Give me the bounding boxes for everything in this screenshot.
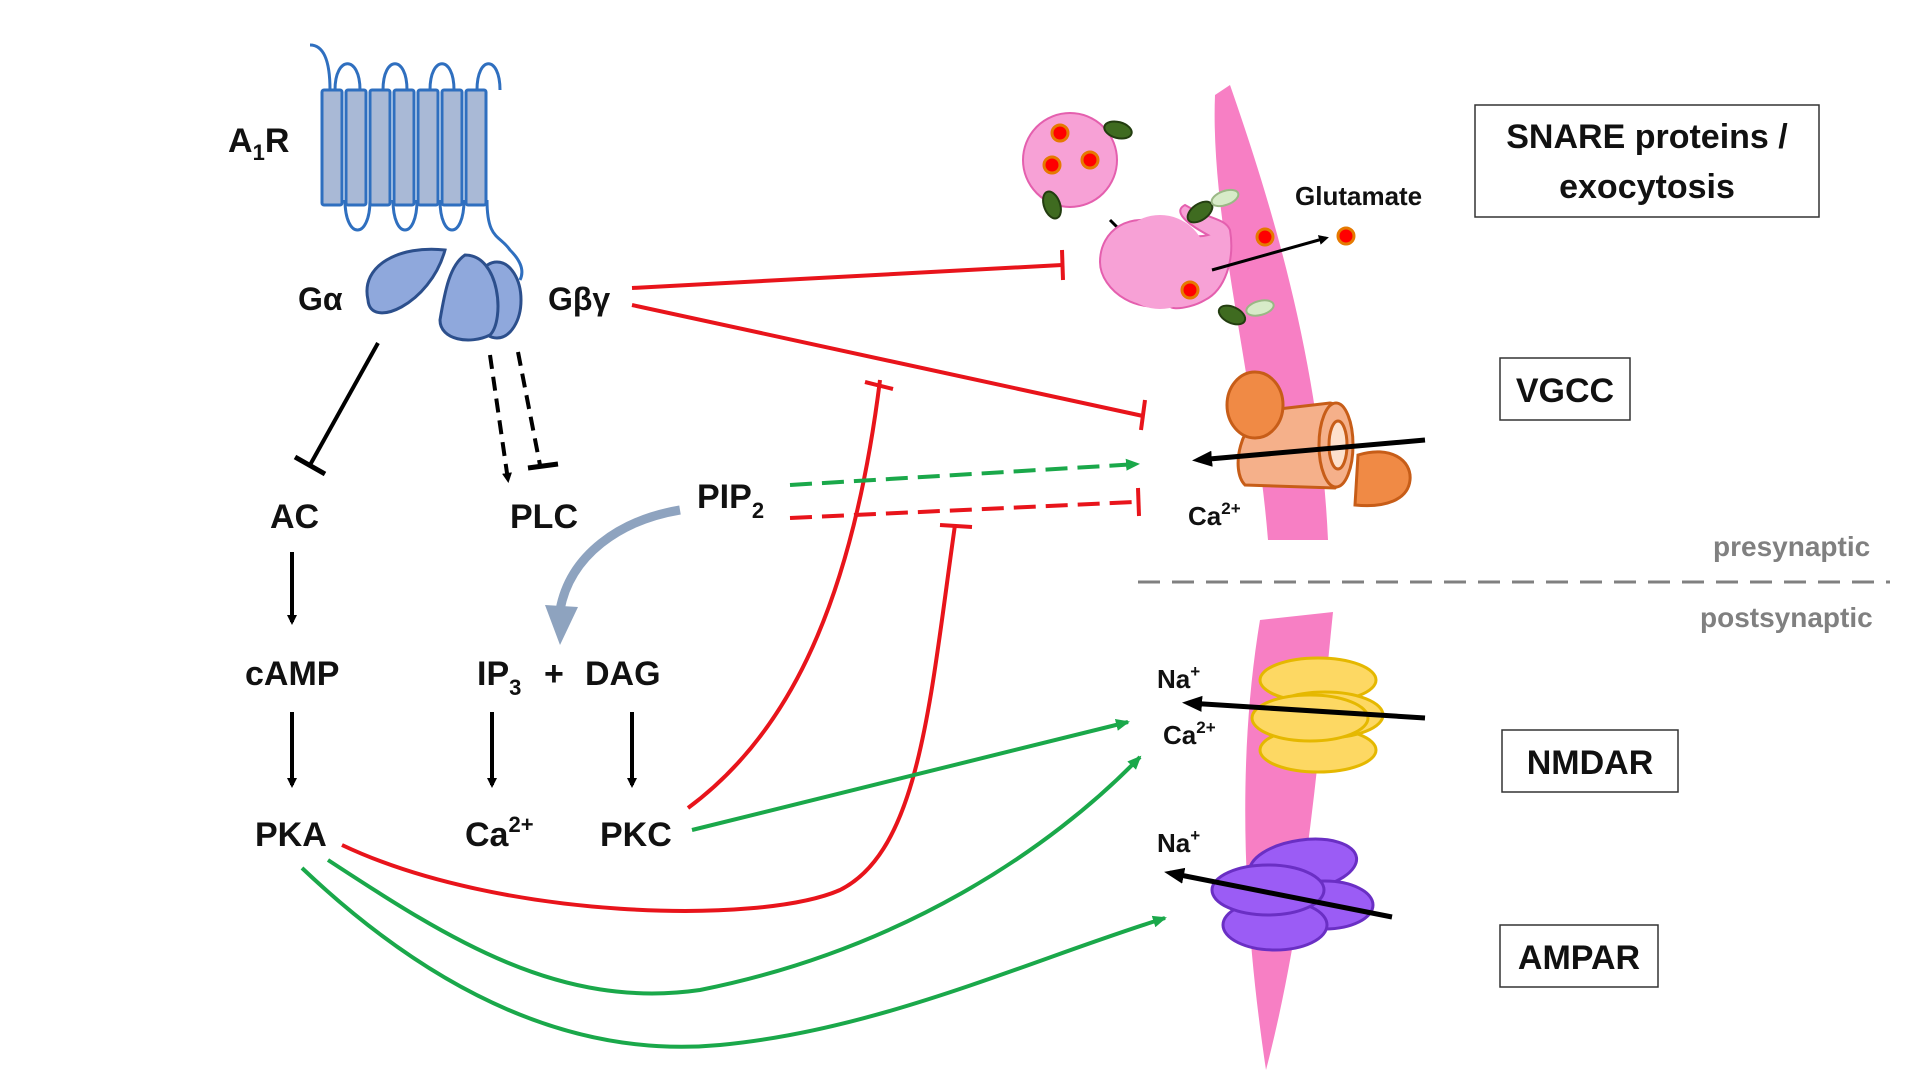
fusing-vesicle — [1098, 188, 1275, 326]
pka-pip2-inhibit-bar — [939, 523, 973, 529]
nmdar-ca-label: Ca2+ — [1163, 718, 1216, 750]
vgcc-channel — [1225, 370, 1412, 508]
nmdar-box-label: NMDAR — [1527, 744, 1654, 782]
snare-protein — [1103, 120, 1133, 140]
gprotein-plc-inhibit-dashed — [516, 351, 542, 466]
pkc-pip2-inhibit-bar — [864, 380, 894, 391]
g-beta-subunit — [438, 253, 500, 342]
glutamate-dot — [1050, 123, 1070, 143]
snare-box-line1: SNARE proteins / — [1506, 118, 1788, 156]
snare-protein — [1042, 190, 1062, 220]
snare-protein — [1217, 304, 1247, 326]
plc-label: PLC — [510, 498, 578, 536]
ampar-box-frame — [1499, 924, 1659, 988]
pkc-label: PKC — [600, 816, 672, 854]
vgcc-box-frame — [1499, 357, 1631, 421]
pip2-hydrolysis-arrow — [555, 505, 681, 611]
receptor-label: A1R — [228, 122, 289, 165]
gbg-snare-inhibit-bar — [1060, 249, 1065, 281]
gbg-vgcc-inhibit-bar — [1139, 399, 1147, 431]
ampa-receptor — [1210, 837, 1375, 952]
pip2-vgcc-activate-dashed — [789, 458, 1140, 487]
pip2-vgcc-inhibit-dashed — [789, 500, 1136, 520]
nmda-receptor — [1250, 656, 1385, 774]
tm-helix-6 — [440, 88, 464, 207]
released-glutamate — [1255, 227, 1275, 247]
pkc-pip2-inhibit-curve — [686, 379, 882, 810]
vgcc-ca-influx-arrow — [1192, 437, 1426, 467]
pka-label: PKA — [255, 816, 327, 854]
receptor-loop — [309, 43, 524, 281]
tm-helix-5 — [416, 88, 440, 207]
glutamate-release-arrow — [1211, 235, 1329, 272]
glutamate-dot — [1042, 155, 1062, 175]
nmdar-box-frame — [1501, 729, 1679, 793]
g-betagamma-label: Gβγ — [548, 281, 610, 317]
tm-helix-7 — [464, 88, 488, 207]
dag-label: DAG — [585, 655, 661, 693]
glutamate-label: Glutamate — [1295, 181, 1422, 211]
snare-protein-light — [1210, 188, 1240, 208]
pip2-vgcc-inhibit-bar — [1136, 487, 1141, 517]
galpha-ac-inhibit-bar — [293, 454, 327, 477]
pka-pip2-inhibit-curve — [341, 524, 957, 913]
ampar-na-label: Na+ — [1157, 826, 1200, 858]
ampar-ion-influx-arrow — [1164, 867, 1393, 920]
nmdar-box: NMDAR — [1501, 729, 1679, 793]
ip3-label: IP3 — [477, 655, 521, 700]
nmdar-subunit — [1250, 693, 1370, 743]
glutamate-dot — [1080, 150, 1100, 170]
tm-helix-3 — [368, 88, 392, 207]
postsynaptic-label: postsynaptic — [1700, 602, 1873, 633]
glutamate-dot — [1180, 280, 1200, 300]
nmdar-ion-influx-arrow — [1182, 695, 1426, 721]
vgcc-box: VGCC — [1499, 357, 1631, 421]
vesicle-body — [1022, 112, 1118, 208]
released-glutamate — [1336, 226, 1356, 246]
vgcc-upper-lobe — [1225, 370, 1285, 440]
ac-label: AC — [270, 498, 319, 536]
gbg-vgcc-inhibit-line — [631, 303, 1144, 418]
gprotein-plc-activate-dashed — [488, 354, 512, 483]
ampar-box-label: AMPAR — [1518, 939, 1640, 977]
g-protein — [365, 247, 523, 342]
vgcc-box-label: VGCC — [1516, 372, 1614, 410]
pka-ampar-activate-curve — [300, 866, 1167, 1049]
pip2-hydrolysis-arrowhead — [545, 605, 578, 645]
plus-label: + — [544, 655, 564, 693]
galpha-ac-inhibit-line — [308, 342, 380, 466]
camp-label: cAMP — [245, 655, 339, 693]
vgcc-lower-lobe — [1353, 450, 1412, 508]
ampar-box: AMPAR — [1499, 924, 1659, 988]
presynaptic-label: presynaptic — [1713, 531, 1870, 562]
snare-protein-light — [1245, 299, 1275, 317]
a1-receptor — [309, 43, 524, 281]
gprotein-plc-inhibit-bar — [527, 461, 559, 471]
synaptic-vesicle — [1022, 112, 1133, 220]
pka-nmdar-activate-curve — [326, 755, 1142, 996]
tm-helix-4 — [392, 88, 416, 207]
g-alpha-label: Gα — [298, 281, 343, 317]
pip2-label: PIP2 — [697, 478, 764, 523]
tm-helix-1 — [320, 88, 344, 207]
gbg-snare-inhibit-line — [631, 263, 1063, 290]
ca-label: Ca2+ — [465, 812, 534, 854]
snare-box-line2: exocytosis — [1559, 168, 1735, 206]
snare-box: SNARE proteins / exocytosis — [1474, 104, 1820, 218]
g-alpha-subunit — [365, 247, 447, 315]
vgcc-ca-label: Ca2+ — [1188, 499, 1241, 531]
pkc-nmdar-activate-line — [691, 719, 1130, 832]
tm-helix-2 — [344, 88, 368, 207]
snare-box-frame — [1474, 104, 1820, 218]
nmdar-na-label: Na+ — [1157, 662, 1200, 694]
